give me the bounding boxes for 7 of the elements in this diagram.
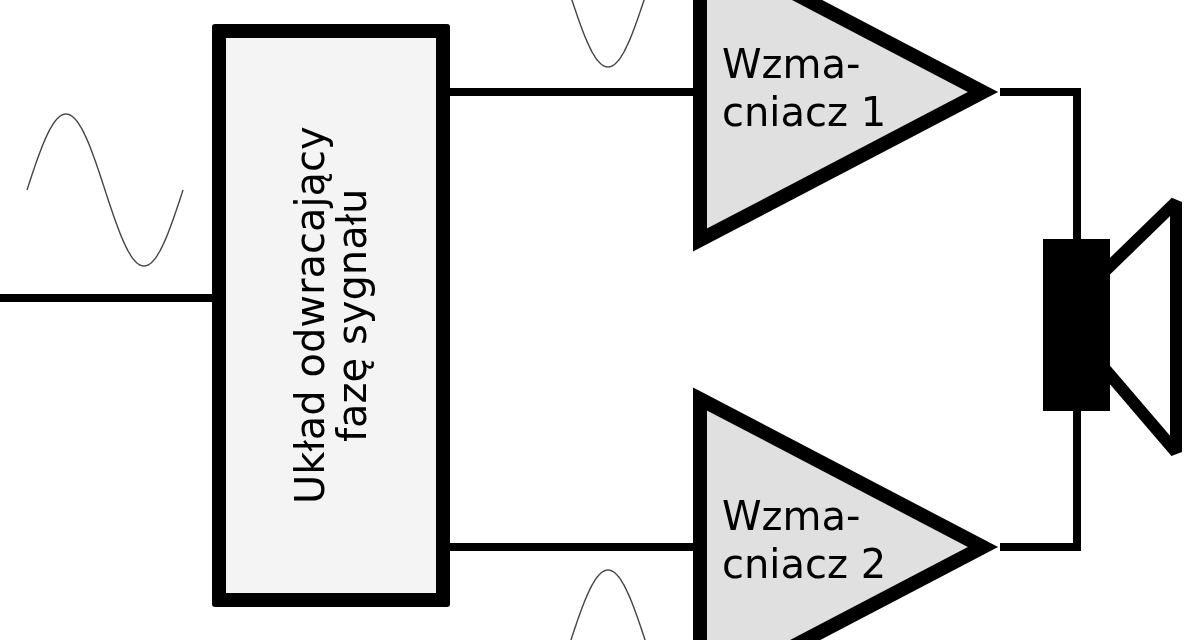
node-label: Wzma- cniacz 1 — [722, 40, 888, 136]
node-label: Układ odwracający fazę sygnału — [289, 125, 373, 506]
connector-line — [0, 294, 212, 302]
connector-line — [450, 543, 693, 551]
process-box — [212, 24, 450, 607]
connector-line — [450, 88, 693, 96]
node-label: Wzma- cniacz 2 — [722, 492, 888, 588]
